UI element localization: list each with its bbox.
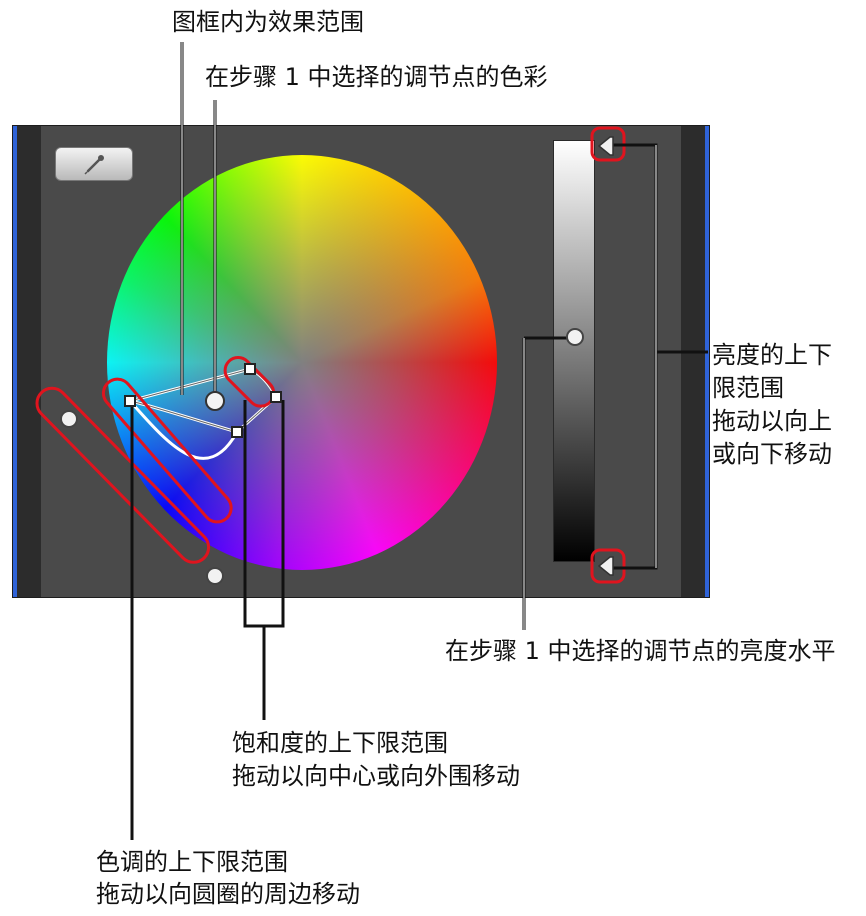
- red-highlights: [35, 126, 626, 584]
- brightness-range-label-line3: 拖动以向上: [712, 407, 832, 435]
- brightness-upper-handle: [597, 136, 614, 156]
- left-accent-line: [13, 126, 17, 597]
- hue-handles: [60, 410, 224, 585]
- hue-range-highlight: [35, 386, 211, 564]
- brightness-bar[interactable]: [553, 140, 595, 562]
- brightness-lower-handle: [597, 556, 614, 576]
- hue-handle-upper: [60, 410, 78, 428]
- hue-range-label-line1: 色调的上下限范围: [96, 848, 288, 876]
- selected-point-brightness-label: 在步骤 1 中选择的调节点的亮度水平: [445, 637, 836, 665]
- brightness-bottom-highlight: [590, 548, 626, 584]
- selection-corner-handles: [124, 363, 282, 438]
- hue-handle-lower: [206, 567, 224, 585]
- right-accent-line: [705, 126, 709, 597]
- brightness-range-label-line1: 亮度的上下: [712, 341, 832, 369]
- selected-point-color-label: 在步骤 1 中选择的调节点的色彩: [205, 63, 548, 91]
- selected-point-brightness-marker: [566, 328, 584, 346]
- saturation-range-label-line2: 拖动以向中心或向外围移动: [232, 762, 520, 790]
- eyedropper-button[interactable]: [55, 147, 133, 181]
- brightness-range-label-line4: 或向下移动: [712, 440, 832, 468]
- connector-lines-white: [181, 42, 657, 630]
- saturation-range-label-line1: 饱和度的上下限范围: [232, 729, 448, 757]
- eyedropper-icon: [84, 155, 104, 175]
- left-side-strip: [13, 126, 41, 597]
- saturation-inner-highlight: [101, 377, 233, 524]
- connector-lines: [130, 42, 708, 840]
- right-side-strip: [681, 126, 709, 597]
- brightness-range-handles: [597, 136, 614, 576]
- saturation-outer-highlight: [223, 355, 276, 408]
- color-wheel[interactable]: [107, 155, 497, 570]
- brightness-range-label-line2: 限范围: [712, 374, 784, 402]
- selected-point-color-marker: [205, 391, 225, 411]
- effect-range-label: 图框内为效果范围: [172, 8, 364, 36]
- hue-range-label-line2: 拖动以向圆圈的周边移动: [96, 880, 360, 908]
